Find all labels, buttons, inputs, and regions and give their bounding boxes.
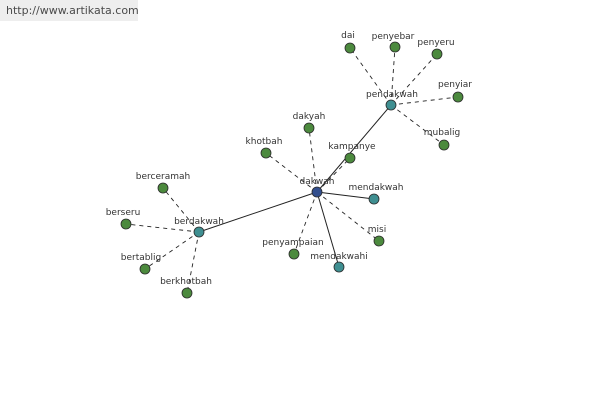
node-berdakwah[interactable] <box>193 226 205 238</box>
nodes-layer <box>120 41 464 299</box>
edge-pendakwah-penyiar <box>390 96 459 106</box>
node-label-mendakwahi: mendakwahi <box>310 252 368 262</box>
node-label-berkhotbah: berkhotbah <box>160 277 212 287</box>
source-url-text: http://www.artikata.com <box>6 4 139 17</box>
node-label-penyiar: penyiar <box>438 80 472 90</box>
node-bertablig[interactable] <box>139 263 151 275</box>
node-label-bertablig: bertablig <box>121 253 161 263</box>
node-berkhotbah[interactable] <box>181 287 193 299</box>
edge-berdakwah-berceramah <box>162 187 200 233</box>
node-label-mubalig: mubalig <box>424 128 460 138</box>
edge-pendakwah-dai <box>349 47 392 106</box>
node-dai[interactable] <box>344 42 356 54</box>
node-label-khotbah: khotbah <box>246 137 283 147</box>
edge-pendakwah-penyeru <box>390 53 438 106</box>
node-label-pendakwah: pendakwah <box>366 90 418 100</box>
node-label-dai: dai <box>341 31 355 41</box>
node-label-berdakwah: berdakwah <box>174 217 224 227</box>
node-mendakwahi[interactable] <box>333 261 345 273</box>
edge-dakwah-dakyah <box>308 127 318 193</box>
edge-pendakwah-penyebar <box>390 46 396 106</box>
node-penyiar[interactable] <box>452 91 464 103</box>
node-khotbah[interactable] <box>260 147 272 159</box>
node-berceramah[interactable] <box>157 182 169 194</box>
node-berseru[interactable] <box>120 218 132 230</box>
node-label-penyebar: penyebar <box>372 32 415 42</box>
node-label-berceramah: berceramah <box>136 172 190 182</box>
node-label-kampanye: kampanye <box>328 142 376 152</box>
node-label-mendakwah: mendakwah <box>348 183 403 193</box>
url-banner: http://www.artikata.com <box>0 0 139 21</box>
node-label-misi: misi <box>368 225 386 235</box>
edge-dakwah-pendakwah <box>316 104 392 193</box>
edge-berdakwah-bertablig <box>144 231 200 270</box>
node-dakyah[interactable] <box>303 122 315 134</box>
node-label-penyeru: penyeru <box>417 38 454 48</box>
edge-dakwah-penyampaian <box>293 191 318 255</box>
node-kampanye[interactable] <box>344 152 356 164</box>
node-pendakwah[interactable] <box>385 99 397 111</box>
node-penyeru[interactable] <box>431 48 443 60</box>
node-mendakwah[interactable] <box>368 193 380 205</box>
edge-dakwah-berdakwah <box>198 191 318 233</box>
node-dakwah[interactable] <box>311 186 323 198</box>
edge-dakwah-khotbah <box>265 152 318 193</box>
node-penyampaian[interactable] <box>288 248 300 260</box>
node-label-dakyah: dakyah <box>293 112 326 122</box>
edge-pendakwah-mubalig <box>390 104 445 146</box>
node-label-penyampaian: penyampaian <box>262 238 324 248</box>
labels-layer: dakwah pendakwah berdakwah mendakwah mendakw… <box>106 31 473 287</box>
node-mubalig[interactable] <box>438 139 450 151</box>
edge-dakwah-mendakwahi <box>316 191 340 268</box>
edge-dakwah-mendakwah <box>316 191 375 200</box>
edges-layer <box>125 46 459 294</box>
node-penyebar[interactable] <box>389 41 401 53</box>
node-label-berseru: berseru <box>106 208 141 218</box>
node-misi[interactable] <box>373 235 385 247</box>
node-label-dakwah: dakwah <box>299 177 334 187</box>
edge-berdakwah-berkhotbah <box>186 231 200 294</box>
edge-dakwah-misi <box>316 191 380 242</box>
